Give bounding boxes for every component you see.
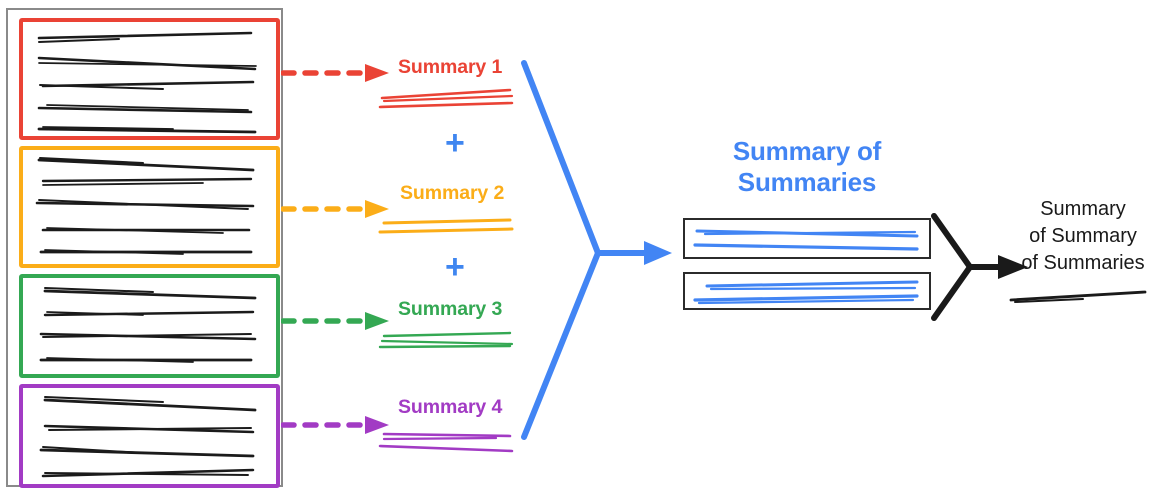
scribble-lines-red-group — [37, 31, 257, 134]
summary-4-label: Summary 4 — [398, 396, 503, 418]
dashed-arrow-3 — [281, 312, 389, 330]
summary-1-scribble — [378, 88, 514, 109]
summary-4-block[interactable]: Summary 4 — [378, 396, 518, 456]
summary-3-block[interactable]: Summary 3 — [378, 298, 518, 356]
summary-of-summaries-title: Summary of Summaries — [676, 136, 938, 198]
summary-2-label: Summary 2 — [400, 182, 505, 204]
sos-box-1-scribble — [693, 229, 919, 251]
document-group-4[interactable] — [19, 384, 280, 488]
summary-of-summaries-box-1[interactable] — [683, 218, 931, 259]
final-title-line-2: of Summary — [1029, 225, 1137, 247]
summary-2-block[interactable]: Summary 2 — [378, 182, 518, 240]
summary-3-label: Summary 3 — [398, 298, 503, 320]
final-title-line-1: Summary — [1040, 198, 1126, 220]
final-summary-scribble — [1009, 290, 1147, 303]
blue-merge-arrow — [521, 60, 672, 440]
sos-title-line-1: Summary of — [732, 136, 882, 166]
scribble-lines-purple-group — [39, 396, 257, 478]
document-group-1[interactable] — [19, 18, 280, 140]
sos-title-line-2: Summaries — [737, 167, 877, 197]
plus-operator-2: + — [445, 248, 465, 286]
document-group-3[interactable] — [19, 274, 280, 378]
dashed-arrow-1 — [281, 64, 389, 82]
dashed-arrow-4 — [281, 416, 389, 434]
final-title-line-3: of Summaries — [1021, 252, 1145, 274]
summary-of-summaries-box-2[interactable] — [683, 272, 931, 310]
summary-4-scribble — [378, 432, 514, 453]
scribble-lines-orange-group — [35, 157, 255, 255]
black-merge-arrow — [931, 213, 1028, 321]
scribble-lines-green-group — [39, 287, 257, 363]
summary-1-block[interactable]: Summary 1 — [378, 56, 518, 116]
document-group-2[interactable] — [19, 146, 280, 268]
summary-1-label: Summary 1 — [398, 56, 503, 78]
source-documents-container — [6, 8, 283, 488]
plus-operator-1: + — [445, 124, 465, 162]
summary-3-scribble — [378, 331, 514, 349]
final-summary-title: Summary of Summary of Summaries — [1003, 196, 1163, 277]
summary-2-scribble — [378, 218, 514, 234]
dashed-arrow-2 — [281, 200, 389, 218]
sos-box-2-scribble — [693, 280, 919, 305]
